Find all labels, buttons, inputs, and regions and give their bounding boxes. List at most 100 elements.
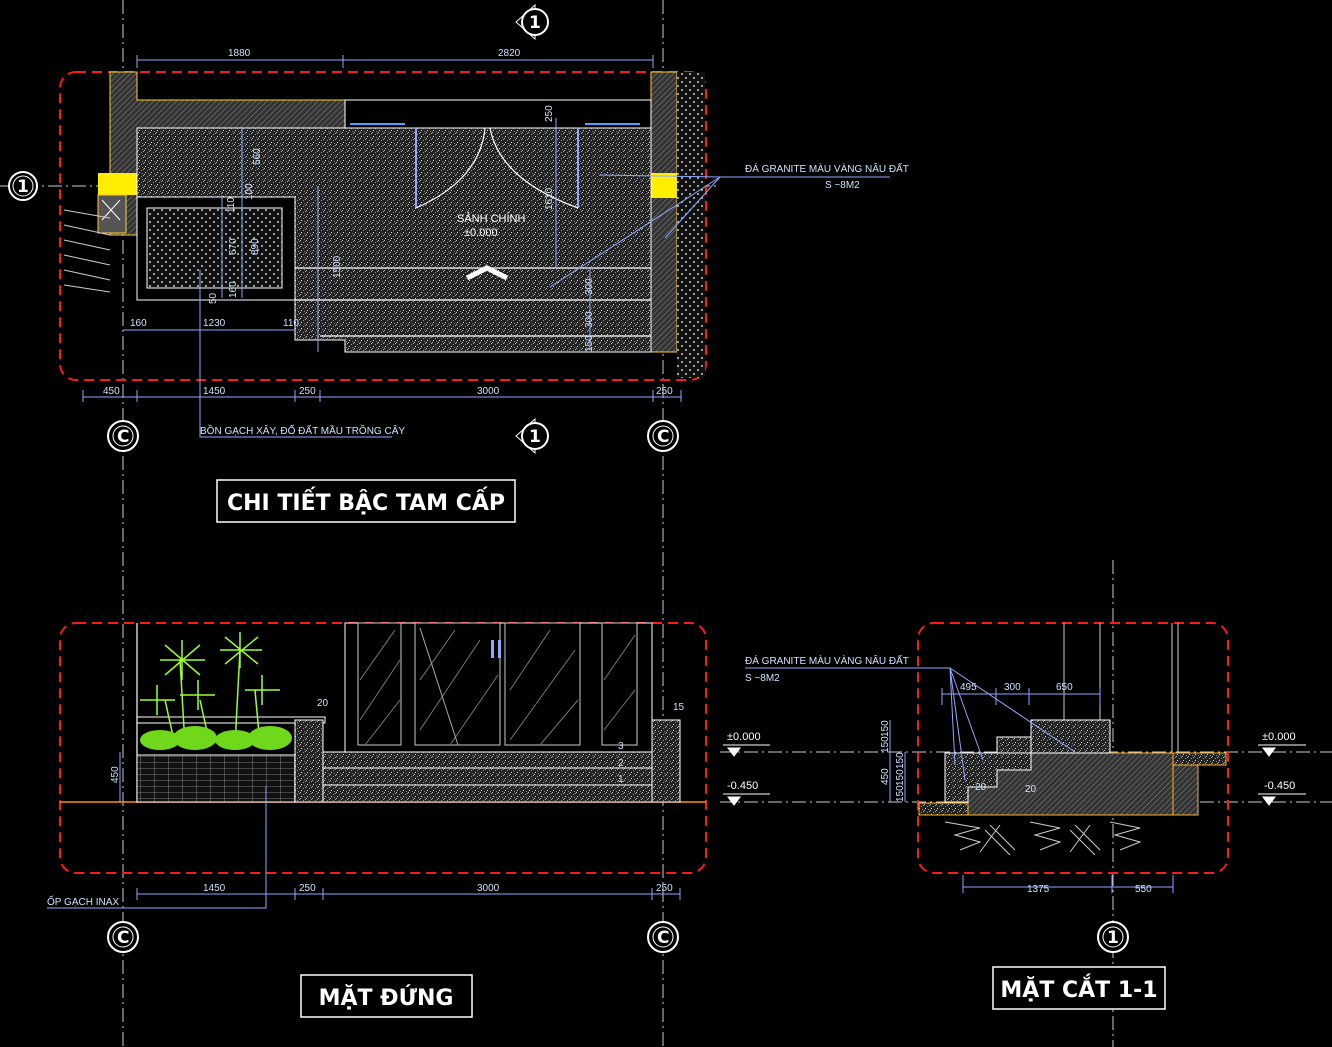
dim-text: 20 (975, 782, 987, 793)
title-section: MẶT CẮT 1-1 (992, 966, 1166, 1010)
dim-text: 1230 (203, 318, 226, 329)
title-plan: CHI TIẾT BẬC TAM CẤP (216, 479, 516, 523)
step-2 (322, 767, 653, 786)
axis-marker-c-1: C (107, 420, 139, 452)
material-area: S ~8M2 (825, 180, 860, 191)
dim-text: 20 (317, 698, 329, 709)
elevation-view: 3 2 1 20 15 450 1450 250 3000 250 ỐP GẠC… (47, 622, 770, 909)
title-text: MẶT ĐỨNG (319, 984, 454, 1011)
pillar-left (294, 719, 324, 803)
dim-text: 495 (960, 682, 977, 693)
wall-right (650, 71, 678, 353)
dim-text: 300 (1004, 682, 1021, 693)
marker-label: C (657, 928, 669, 948)
dim-text: 160 (130, 318, 147, 329)
dim-text: 1450 (203, 386, 226, 397)
planter (146, 207, 283, 289)
dim-text: 1610 (544, 187, 555, 210)
entry-arrow-icon (465, 265, 509, 281)
level-text: -0.450 (1264, 780, 1295, 792)
section-marker-1-bottom: 1 (515, 417, 549, 455)
material-leader: ĐÁ GRANITE MÀU VÀNG NÂU ĐẤT S ~8M2 (549, 162, 909, 288)
dim-text: 1450 (203, 883, 226, 894)
level-text: ±0.000 (1262, 731, 1296, 743)
section-leader: ĐÁ GRANITE MÀU VÀNG NÂU ĐẤT S ~8M2 (745, 654, 1076, 781)
plan-bottom-dimensions: 450 1450 250 3000 250 (82, 386, 682, 402)
dim-text: 150 (584, 335, 595, 352)
marker-label: C (657, 427, 669, 447)
dim-text: 890 (250, 238, 261, 255)
title-elevation: MẶT ĐỨNG (300, 974, 473, 1018)
elevation-bottom-dimensions: 1450 250 3000 250 (136, 883, 681, 900)
dim-text: 300 (584, 278, 595, 295)
dim-text: 300 (584, 311, 595, 328)
level-markers-elevation: ±0.000 -0.450 (723, 731, 770, 806)
planter-leader: BỒN GẠCH XÂY, ĐỔ ĐẤT MẦU TRỒNG CÂY (199, 270, 405, 438)
dim-text: 1880 (228, 48, 251, 59)
room-name: SẢNH CHÍNH (457, 212, 526, 225)
dim-text: 550 (1135, 884, 1152, 895)
material-note: ĐÁ GRANITE MÀU VÀNG NÂU ĐẤT (745, 654, 909, 667)
marker-label: 1 (529, 427, 541, 447)
wall-right-outer (677, 72, 705, 378)
dim-text: 150 (895, 785, 906, 802)
room-level: ±0.000 (464, 227, 498, 239)
title-text: CHI TIẾT BẬC TAM CẤP (227, 487, 505, 516)
door-swing (415, 127, 579, 209)
section-bottom-dimensions: 1375 550 (962, 875, 1174, 895)
dim-text: 3000 (477, 883, 500, 894)
axis-marker-c-3: C (107, 921, 139, 953)
step-number: 1 (618, 774, 624, 785)
door-handle-icon (491, 640, 494, 658)
dim-text: 160 (228, 281, 239, 298)
granite-steps (944, 752, 1032, 803)
section-left-dimensions: 150 150 450 150 150 150 (880, 720, 906, 802)
dim-text: 250 (544, 105, 555, 122)
axis-marker-1-section: 1 (1097, 921, 1129, 953)
dim-text: 20 (1025, 784, 1037, 795)
material-note: ĐÁ GRANITE MÀU VÀNG NÂU ĐẤT (745, 162, 909, 175)
section-view: ĐÁ GRANITE MÀU VÀNG NÂU ĐẤT S ~8M2 495 3… (745, 622, 1306, 895)
column-yellow-right (651, 173, 677, 198)
step-3 (322, 751, 653, 769)
marker-label: C (117, 928, 129, 948)
dim-text: 1375 (1027, 884, 1050, 895)
dim-text: 250 (299, 883, 316, 894)
marker-label: 1 (529, 13, 541, 33)
axis-marker-1-left: 1 (8, 171, 38, 201)
dim-text: 110 (226, 197, 237, 213)
dim-text: 450 (110, 766, 121, 783)
shrubs (140, 726, 292, 750)
dim-text: 150 (895, 752, 906, 769)
dim-text: 50 (208, 292, 219, 304)
planter-note: BỒN GẠCH XÂY, ĐỔ ĐẤT MẦU TRỒNG CÂY (200, 424, 405, 437)
title-text: MẶT CẮT 1-1 (1000, 974, 1157, 1003)
dim-text: 100 (244, 183, 255, 200)
plan-view: SẢNH CHÍNH ±0.000 1880 2820 450 1450 250… (59, 48, 909, 438)
glass-doors (344, 622, 653, 753)
plan-vertical-dimensions: 560 100 110 670 890 160 50 1500 250 1610… (208, 105, 595, 352)
dim-text: 250 (656, 386, 673, 397)
axis-marker-c-4: C (647, 921, 679, 953)
tile-note: ỐP GẠCH INAX (47, 894, 119, 908)
dim-text: 560 (252, 148, 263, 165)
axis-markers: 1 1 1 C C C C 1 (8, 3, 1129, 953)
plants-icon (140, 632, 280, 746)
dim-text: 450 (103, 386, 120, 397)
dim-text: 150 (880, 720, 891, 737)
section-marker-1-top: 1 (515, 3, 549, 41)
planter-tiles (136, 754, 296, 803)
material-area: S ~8M2 (745, 673, 780, 684)
plan-top-dimensions: 1880 2820 (136, 48, 654, 68)
step-number: 2 (618, 758, 624, 769)
section-top-dimensions: 495 300 650 (941, 682, 1101, 705)
plan-boundary (59, 71, 707, 381)
dim-text: 150 (895, 769, 906, 786)
marker-label: 1 (17, 177, 29, 197)
exterior-ramp-lines (63, 209, 111, 293)
marker-label: C (117, 427, 129, 447)
earth-symbols (944, 821, 1142, 856)
dim-text: 2820 (498, 48, 521, 59)
dim-text: 15 (673, 702, 685, 713)
